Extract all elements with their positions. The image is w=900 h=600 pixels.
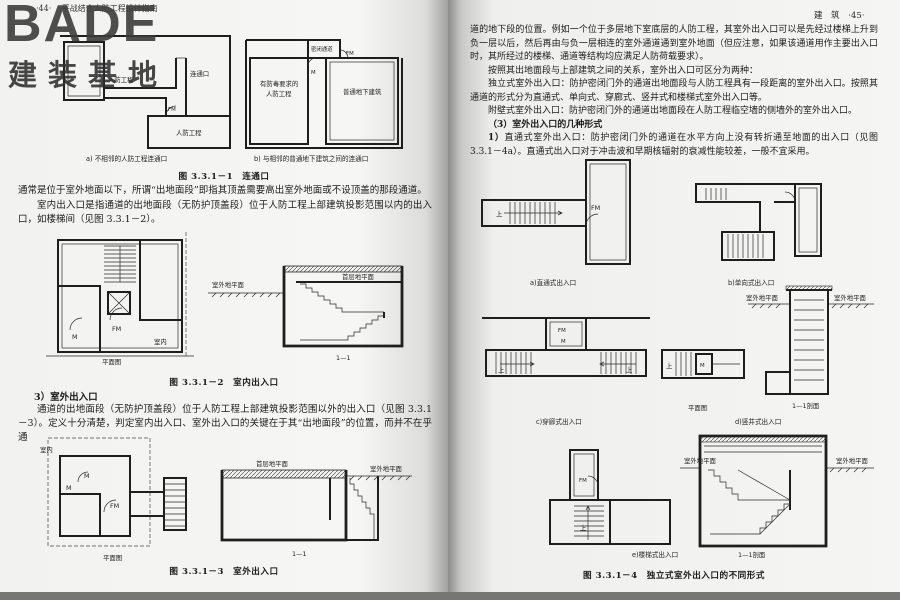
fig4e-up-label: 上 (580, 523, 587, 532)
watermark-logo-subtitle: 建装基地 (8, 58, 169, 92)
fig1a-caption: a) 不相邻的人防工程连通口 (86, 154, 167, 163)
left-running-title: 平战结合人防工程设计指南 (61, 4, 158, 13)
figure-3-3-1-2-caption: 图 3.3.1－2 室内出入口 (169, 378, 279, 388)
fig3-first-floor-label: 首层地平面 (256, 459, 289, 468)
fig4e-ground-right-label: 室外地平面 (836, 456, 869, 465)
fig4e-fm-label: FM (579, 478, 587, 484)
fig4d-ground-left-label: 室外地平面 (746, 293, 779, 302)
fig3-section-label: 1—1 (292, 550, 307, 558)
right-page-number: ·45· (848, 11, 865, 21)
figure-3-3-1-1b: 密闭通道 M FM 有防毒要求的 人防工程 普通地下建筑 b) 与相邻的普通地下… (245, 39, 403, 163)
right-paragraph-straight: 1）直通式室外出入口：防护密闭门外的通道在水平方向上没有转折通至地面的出入口（见… (470, 132, 878, 159)
left-paragraph-continue: 通常是位于室外地面以下，所谓“出地面段”即指其顶盖需要高出室外地面或不设顶盖的那… (18, 185, 427, 196)
fig4d-ground-right-label: 室外地平面 (834, 293, 867, 302)
fig4d-section-label: 1—1剖面 (792, 401, 820, 410)
right-heading-forms: （3）室外出入口的几种形式 (488, 119, 603, 130)
right-running-head: 建 筑 ·45· (808, 9, 864, 21)
fig4e-section-label: 1—1剖面 (738, 550, 766, 559)
right-paragraph-classify: 按照其出地面段与上部建筑之间的关系，室外出入口可区分为两种： (488, 65, 759, 76)
fig4c-up-left-label: 上 (498, 365, 505, 374)
fig2-m-label: M (72, 333, 78, 341)
figure-3-3-1-2-section: 室外地平面 首层地平面 1—1 (208, 265, 404, 362)
fig4d-caption: d)竖井式出入口 (735, 417, 781, 426)
figure-3-3-1-4e-plan: FM 上 (549, 449, 671, 545)
fig1a-civil-bottom-label: 人防工程 (176, 128, 202, 137)
left-running-head: ·44· 平战结合人防工程设计指南 (36, 3, 166, 14)
fig4e-caption: e)楼梯式出入口 (632, 550, 678, 559)
fig4b-caption: b)单向式出入口 (728, 278, 774, 287)
figure-3-3-1-2-plan: M FM 室内 平面图 (46, 232, 194, 366)
fig4a-caption: a)直通式出入口 (530, 278, 576, 287)
fig4c-up-right-label: 上 (626, 365, 633, 374)
fig2-fm-label: FM (112, 325, 121, 333)
right-paragraph-independent: 独立式室外出入口：防护密闭门外的通道出地面段与人防工程具有一段距离的室外出入口。… (470, 79, 878, 103)
fig1b-caption: b) 与相邻的普通地下建筑之间的连通口 (254, 154, 368, 163)
figure-3-3-1-4d-plan: 上 M 平面图 (661, 349, 745, 412)
fig4d-m-label: M (700, 363, 705, 369)
left-paragraph-indoor: 室内出入口是指通道的出地面段（无防护顶盖段）位于人防工程上部建筑投影范围以内的出… (18, 200, 432, 225)
fig2-first-floor-label: 首层地平面 (342, 272, 375, 281)
fig4d-up-label: 上 (666, 361, 673, 370)
left-heading-outdoor: 3）室外出入口 (34, 392, 98, 403)
figure-3-3-1-4c: FM M 上 上 c)穿廊式出入口 (482, 317, 650, 426)
figure-3-3-1-4a: 上 FM a)直通式出入口 (481, 159, 631, 287)
figure-3-3-1-1a: 人防工程 连通口 FM 人防工程 a) 不相邻的人防工程连通口 (60, 35, 231, 163)
fig1b-m-label: M (311, 70, 316, 76)
watermark-logo-brand: BADE (4, 0, 160, 53)
figure-3-3-1-4-caption: 图 3.3.1－4 独立式室外出入口的不同形式 (583, 571, 765, 581)
page-bottom-edge (0, 592, 900, 600)
figure-3-3-1-4d-section: 室外地平面 室外地平面 1—1剖面 d)竖井式出入口 (735, 285, 874, 426)
left-paragraph-outdoor: 通道的出地面段（无防护顶盖段）位于人防工程上部建筑投影范围以外的出入口（见图 3… (18, 404, 432, 443)
figure-3-3-1-4b: b)单向式出入口 (695, 183, 822, 287)
fig1a-civil-top-label: 人防工程 (108, 75, 134, 84)
fig1a-fm-label: FM (168, 107, 176, 113)
fig2-section-label: 1—1 (336, 354, 351, 362)
fig1b-airtight-label: 密闭通道 (311, 45, 333, 53)
right-paragraph-straight-text: 直通式室外出入口：防护密闭门外的通道在水平方向上没有转折通至地面的出入口（见图 … (470, 133, 878, 157)
figure-3-3-1-1-caption: 图 3.3.1－1 连通口 (178, 172, 270, 182)
fig2-indoor-label: 室内 (154, 337, 167, 346)
fig4a-fm-label: FM (591, 204, 600, 212)
fig3-indoor-label: 室内 (40, 445, 53, 454)
fig4c-fm-label: FM (558, 328, 566, 334)
figure-3-3-1-3-plan: 室内 M M FM 平面图 (40, 437, 187, 562)
fig4c-caption: c)穿廊式出入口 (536, 417, 582, 426)
figure-3-3-1-3-section: 首层地平面 室外地平面 1—1 (220, 459, 412, 558)
figure-3-3-1-4e-section: 室外地平面 室外地平面 1—1剖面 e)楼梯式出入口 (632, 434, 874, 559)
fig3-outdoor-ground-label: 室外地平面 (370, 464, 403, 473)
fig3-fm-label: FM (110, 502, 119, 510)
fig1b-protected-line1: 有防毒要求的 (260, 79, 298, 88)
fig4d-plan-label: 平面图 (688, 404, 707, 412)
fig4a-up-label: 上 (496, 209, 503, 218)
fig1b-protected-line2: 人防工程 (266, 89, 292, 98)
fig4c-m-label: M (561, 339, 566, 345)
fig1a-connect-label: 连通口 (190, 69, 209, 78)
figure-3-3-1-3-caption: 图 3.3.1－3 室外出入口 (169, 567, 279, 577)
fig3-m1-label: M (84, 472, 90, 480)
fig2-outdoor-ground-label: 室外地平面 (212, 280, 245, 289)
right-paragraph-straight-number: 1） (488, 133, 505, 143)
right-body-text: 道的地下段的位置。例如一个位于多层地下室底层的人防工程，其室外出入口可以是先经过… (470, 24, 878, 159)
right-running-title: 建 筑 (814, 11, 840, 21)
right-paragraph-attached: 附壁式室外出入口：防护密闭门外的通道出地面段在人防工程临空墙的侧墙外的室外出入口… (488, 106, 858, 116)
fig3-plan-label: 平面图 (103, 554, 122, 562)
fig4e-ground-left-label: 室外地平面 (684, 456, 717, 465)
fig1b-fm-label: FM (346, 51, 354, 57)
right-paragraph-continue: 道的地下段的位置。例如一个位于多层地下室底层的人防工程，其室外出入口可以是先经过… (470, 25, 878, 62)
fig3-m2-label: M (66, 484, 72, 492)
fig1b-ordinary-label: 普通地下建筑 (343, 87, 382, 96)
fig2-plan-label: 平面图 (102, 358, 121, 366)
left-page-number: ·44· (36, 4, 52, 13)
